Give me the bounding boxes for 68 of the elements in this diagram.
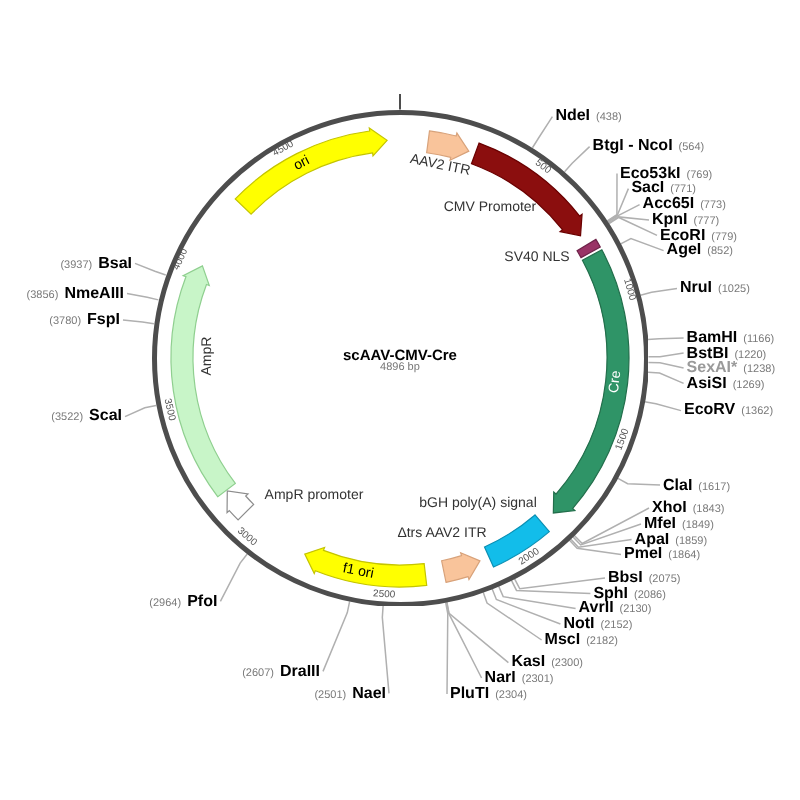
leader-line (568, 539, 622, 556)
enzyme-name: AsiSI (686, 374, 727, 391)
enzyme-name: PluTI (450, 685, 490, 702)
leader-line (531, 115, 554, 149)
enzyme-name: AgeI (666, 242, 702, 259)
leader-line (647, 361, 685, 369)
enzyme-name: FspI (87, 311, 120, 328)
enzyme-name: BbsI (608, 569, 643, 586)
leader-line (607, 216, 650, 224)
leader-line (607, 203, 641, 223)
leader-line (616, 477, 661, 486)
enzyme-name: AvrII (578, 600, 614, 617)
leader-line (126, 292, 160, 301)
leader-line (444, 601, 449, 695)
leader-line (497, 585, 577, 610)
enzyme-name: BtgI - NcoI (592, 138, 673, 155)
leader-line (639, 287, 678, 296)
leader-line (647, 352, 685, 358)
enzyme-name: EcoRI (660, 226, 706, 243)
leader-line (513, 577, 606, 590)
enzyme-name: NotI (563, 615, 595, 632)
enzyme-name: NruI (680, 280, 712, 297)
enzyme-name: NarI (484, 669, 516, 686)
leader-line (619, 237, 665, 252)
enzyme-name: MfeI (644, 515, 676, 532)
enzyme-name: KasI (511, 654, 546, 671)
enzyme-name: EcoRV (684, 402, 736, 419)
enzyme-name: ClaI (663, 476, 693, 493)
enzyme-name: NmeAIII (64, 284, 124, 301)
enzyme-name: Acc65I (642, 196, 695, 213)
enzyme-name: PmeI (624, 546, 663, 563)
leader-line (572, 523, 642, 546)
enzyme-name: MscI (544, 631, 581, 648)
leader-line (569, 538, 633, 548)
leader-line (219, 553, 248, 603)
leader-line (445, 601, 483, 679)
enzyme-name: BsaI (98, 254, 132, 271)
leader-line (606, 187, 630, 223)
enzyme-name: BamHI (686, 329, 738, 346)
enzyme-name: NaeI (352, 684, 386, 701)
enzyme-name: BstBI (686, 344, 729, 361)
leader-line (647, 371, 685, 385)
enzyme-name: NdeI (555, 108, 591, 125)
enzyme-name: DraIII (279, 662, 320, 679)
leader-line (573, 507, 650, 545)
enzyme-name: Eco53kI (620, 164, 681, 181)
enzyme-name: XhoI (652, 499, 687, 516)
enzyme-name: PfoI (187, 592, 218, 609)
enzyme-name: ApaI (634, 530, 670, 547)
leader-line (122, 319, 155, 325)
leader-line (643, 401, 682, 412)
enzyme-name: SexAI* (686, 359, 738, 376)
leader-line (608, 216, 658, 237)
leader-line (381, 605, 390, 695)
leader-line (482, 591, 543, 641)
leader-line (134, 262, 167, 276)
enzyme-name: ScaI (89, 408, 122, 425)
enzyme-name: SacI (631, 180, 665, 197)
enzyme-name: SphI (593, 584, 629, 601)
leader-line (491, 588, 562, 625)
leader-line (124, 404, 157, 418)
leader-line (322, 600, 351, 673)
leader-line (510, 579, 592, 595)
leader-line (606, 172, 618, 222)
leader-line (563, 145, 591, 173)
leader-line (647, 337, 685, 341)
leader-line (446, 601, 510, 664)
enzyme-name: KpnI (652, 211, 688, 228)
